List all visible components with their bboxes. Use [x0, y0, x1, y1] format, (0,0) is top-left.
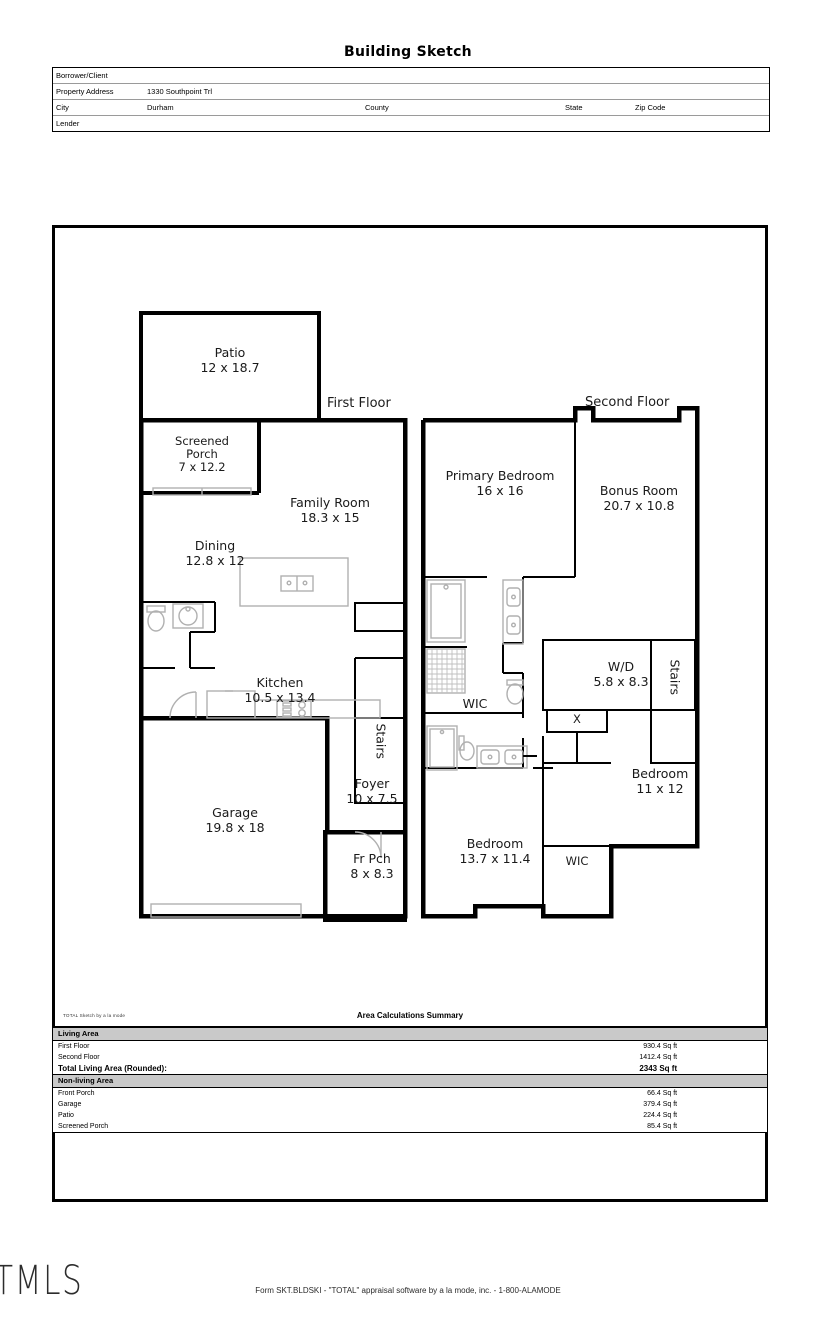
property-address-value[interactable]: 1330 Southpoint Trl [144, 83, 769, 100]
header-row-borrower: Borrower/Client [53, 68, 769, 84]
area-section-heading-nonliving: Non-living Area [53, 1074, 767, 1088]
area-row-second-floor: Second Floor 1412.4 Sq ft [53, 1052, 767, 1063]
room-label-wic-primary: WIC [462, 696, 488, 711]
room-label-wic-bedroom: WIC [565, 854, 589, 868]
first-floor-title: First Floor [327, 396, 391, 411]
area-row-screened-porch: Screened Porch 85.4 Sq ft [53, 1121, 767, 1132]
county-value[interactable] [389, 100, 562, 115]
marker-label-x: X [573, 712, 581, 726]
room-label-stairs-second-floor: Stairs [667, 659, 683, 696]
area-value-patio: 224.4 Sq ft [643, 1112, 678, 1119]
borrower-label: Borrower/Client [53, 68, 144, 84]
area-label-front-porch: Front Porch [58, 1090, 95, 1097]
area-row-first-floor: First Floor 930.4 Sq ft [53, 1041, 767, 1053]
lender-label: Lender [56, 119, 80, 128]
area-label-garage: Garage [58, 1101, 82, 1108]
area-row-total-living: Total Living Area (Rounded): 2343 Sq ft [53, 1063, 767, 1075]
area-label-patio: Patio [58, 1112, 74, 1119]
page-title: Building Sketch [344, 44, 472, 60]
zip-value[interactable] [671, 100, 769, 115]
header-row-lender: Lender [53, 116, 769, 132]
area-value-second-floor: 1412.4 Sq ft [639, 1054, 678, 1061]
property-address-label: Property Address [53, 83, 144, 100]
tmls-logo: TMLS [0, 1258, 84, 1304]
city-label: City [53, 99, 144, 116]
county-label: County [365, 103, 389, 112]
form-footer-text: Form SKT.BLDSKI - "TOTAL" appraisal soft… [255, 1286, 561, 1295]
area-label-first-floor: First Floor [58, 1043, 90, 1050]
area-label-second-floor: Second Floor [58, 1054, 100, 1061]
header-row-address: Property Address 1330 Southpoint Trl [53, 83, 769, 100]
area-label-screened-porch: Screened Porch [58, 1123, 109, 1130]
state-label: State [565, 103, 583, 112]
state-value[interactable] [587, 100, 632, 115]
sketch-credit: TOTAL Sketch by a la mode [63, 1013, 126, 1018]
property-header-table: Borrower/Client Property Address 1330 So… [52, 67, 770, 132]
area-row-front-porch: Front Porch 66.4 Sq ft [53, 1088, 767, 1100]
city-value[interactable]: Durham [147, 103, 174, 112]
area-value-garage: 379.4 Sq ft [643, 1101, 678, 1108]
area-section-nonliving: Non-living Area [53, 1074, 767, 1088]
zip-label: Zip Code [635, 103, 666, 112]
room-label-stairs-first-floor: Stairs [373, 723, 389, 760]
borrower-value[interactable] [144, 68, 769, 84]
area-value-total-living: 2343 Sq ft [639, 1064, 678, 1073]
second-floor-title: Second Floor [585, 395, 670, 410]
header-row-city: City Durham County State Zip Code [53, 99, 769, 116]
area-section-living: Living Area [53, 1027, 767, 1041]
area-value-screened-porch: 85.4 Sq ft [647, 1123, 678, 1130]
area-section-heading-living: Living Area [53, 1027, 767, 1041]
area-label-total-living: Total Living Area (Rounded): [58, 1064, 167, 1073]
area-value-first-floor: 930.4 Sq ft [643, 1043, 678, 1050]
area-value-front-porch: 66.4 Sq ft [647, 1090, 678, 1097]
area-row-patio: Patio 224.4 Sq ft [53, 1110, 767, 1121]
area-row-garage: Garage 379.4 Sq ft [53, 1099, 767, 1110]
area-calculations-table: Living Area First Floor 930.4 Sq ft Seco… [52, 1026, 768, 1133]
lender-value[interactable] [144, 116, 769, 132]
area-summary-title: Area Calculations Summary [356, 1011, 464, 1020]
